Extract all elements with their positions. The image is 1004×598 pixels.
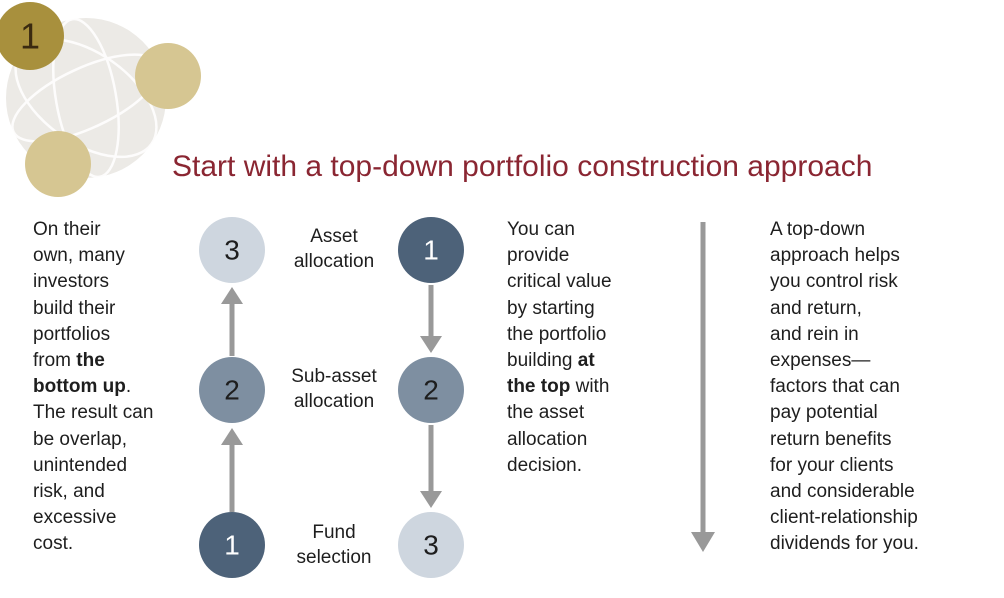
top-down-step-3-circle [398, 512, 464, 578]
top-down-step-2-number: 2 [423, 375, 439, 406]
bottom-up-step-2-circle [199, 357, 265, 423]
benefits-description: A top-down approach helps you control ri… [770, 219, 919, 555]
top-down-text-bold: at the top [507, 350, 595, 398]
decor-gold-circle-right [135, 43, 201, 109]
page-title: Start with a top-down portfolio construc… [172, 150, 873, 183]
bottom-up-text-bold: the bottom up [33, 350, 126, 398]
step-badge-number: 1 [20, 16, 40, 57]
bottom-up-step-3-number: 3 [224, 235, 240, 266]
step-label-asset-allocation: Asset allocation [293, 226, 375, 272]
top-down-text-after: with the asset allocation decision. [507, 376, 610, 476]
bottom-up-text-after: . The result can be overlap, unintended … [33, 376, 154, 555]
top-down-step-1-number: 1 [423, 235, 439, 266]
bottom-up-step-3-circle [199, 217, 265, 283]
decorative-globe-graphic: 1 [0, 2, 201, 197]
step-label-fund-selection: Fund selection [296, 522, 372, 568]
step-badge-circle [0, 2, 64, 70]
bottom-up-step-1-number: 1 [224, 530, 240, 561]
top-down-step-2-circle [398, 357, 464, 423]
bottom-up-arrows [221, 287, 243, 512]
top-down-text-before: You can provide critical value by starti… [507, 219, 612, 372]
bottom-up-step-2-number: 2 [224, 375, 240, 406]
bottom-up-text-before: On their own, many investors build their… [33, 219, 125, 372]
decor-gold-circle-bottom [25, 131, 91, 197]
top-down-description: You can provide critical value by starti… [507, 217, 667, 479]
top-down-arrows [420, 285, 442, 508]
bottom-up-description: On their own, many investors build their… [33, 217, 193, 558]
step-label-sub-asset-allocation: Sub-asset allocation [291, 366, 377, 412]
bottom-up-step-1-circle [199, 512, 265, 578]
long-down-arrow [691, 222, 715, 552]
top-down-step-3-number: 3 [423, 530, 439, 561]
portfolio-steps-diagram: 3 2 1 1 2 3 [199, 217, 464, 578]
top-down-step-1-circle [398, 217, 464, 283]
